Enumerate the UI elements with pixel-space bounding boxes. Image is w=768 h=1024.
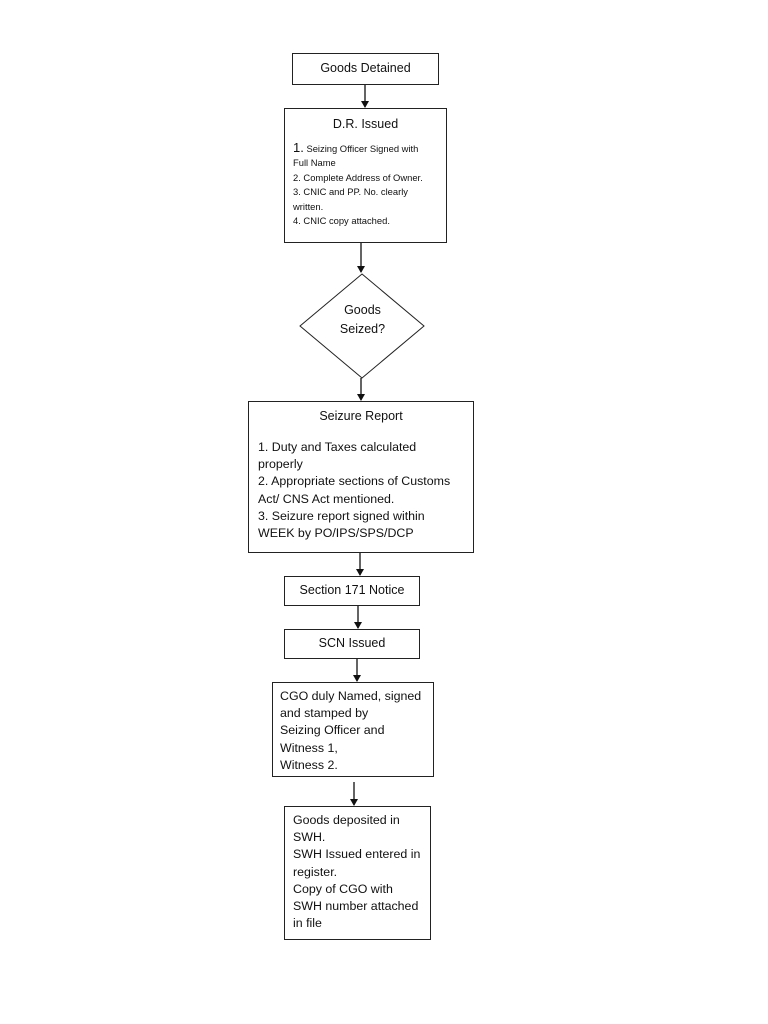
seizure-report-list: 1. Duty and Taxes calculated properly 2.… — [258, 439, 473, 542]
cgo-line: Witness 2. — [280, 757, 338, 772]
goods-detained-label: Goods Detained — [320, 61, 411, 75]
dr-issued-box: D.R. Issued 1. Seizing Officer Signed wi… — [284, 108, 447, 243]
cgo-line: CGO duly Named, signed — [280, 689, 422, 703]
cgo-line: Witness 1, — [280, 740, 338, 755]
seizure-line: 1. Duty and Taxes calculated — [258, 440, 417, 454]
cgo-box: CGO duly Named, signed and stamped by Se… — [272, 682, 434, 777]
cgo-line: Seizing Officer and — [280, 723, 385, 738]
dr-item1-number: 1. — [293, 140, 304, 155]
dr-item1-continuation: Full Name — [293, 157, 336, 169]
dr-item1-text: Seizing Officer Signed with — [306, 143, 419, 154]
dr-item2: 2. Complete Address of Owner. — [293, 171, 423, 183]
deposited-line: SWH number attached — [293, 899, 419, 914]
decision-line2: Seized? — [339, 322, 386, 336]
seizure-line: Act/ CNS Act mentioned. — [258, 491, 395, 506]
cgo-line: and stamped by — [280, 706, 369, 721]
seizure-line: 2. Appropriate sections of Customs — [258, 474, 451, 489]
seizure-line: WEEK by PO/IPS/SPS/DCP — [258, 526, 414, 541]
dr-item4: 4. CNIC copy attached. — [293, 215, 390, 227]
deposited-line: Copy of CGO with — [293, 881, 393, 896]
decision-diamond — [299, 273, 425, 379]
section-171-box: Section 171 Notice — [284, 576, 420, 606]
goods-detained-box: Goods Detained — [292, 53, 439, 85]
deposited-line: Goods deposited in — [293, 813, 400, 827]
deposited-line: in file — [293, 916, 322, 931]
seizure-line: properly — [258, 457, 303, 472]
dr-item3-continuation: written. — [293, 200, 324, 212]
seizure-line: 3. Seizure report signed within — [258, 508, 425, 523]
decision-line1: Goods — [344, 303, 381, 317]
seizure-report-box: Seizure Report 1. Duty and Taxes calcula… — [248, 401, 474, 553]
cgo-list: CGO duly Named, signed and stamped by Se… — [280, 688, 433, 774]
decision-label: Goods Seized? — [301, 301, 424, 339]
deposited-line: register. — [293, 864, 338, 879]
deposited-line: SWH Issued entered in — [293, 847, 421, 862]
dr-issued-list: 1. Seizing Officer Signed with Full Name… — [293, 140, 446, 228]
seizure-report-title: Seizure Report — [319, 409, 403, 423]
dr-issued-title: D.R. Issued — [332, 117, 399, 131]
section-171-label: Section 171 Notice — [299, 583, 405, 597]
deposited-line: SWH. — [293, 830, 326, 845]
dr-item3: 3. CNIC and PP. No. clearly — [293, 186, 408, 198]
scn-issued-box: SCN Issued — [284, 629, 420, 659]
scn-issued-label: SCN Issued — [318, 636, 386, 650]
goods-deposited-list: Goods deposited in SWH. SWH Issued enter… — [293, 812, 430, 932]
goods-deposited-box: Goods deposited in SWH. SWH Issued enter… — [284, 806, 431, 940]
